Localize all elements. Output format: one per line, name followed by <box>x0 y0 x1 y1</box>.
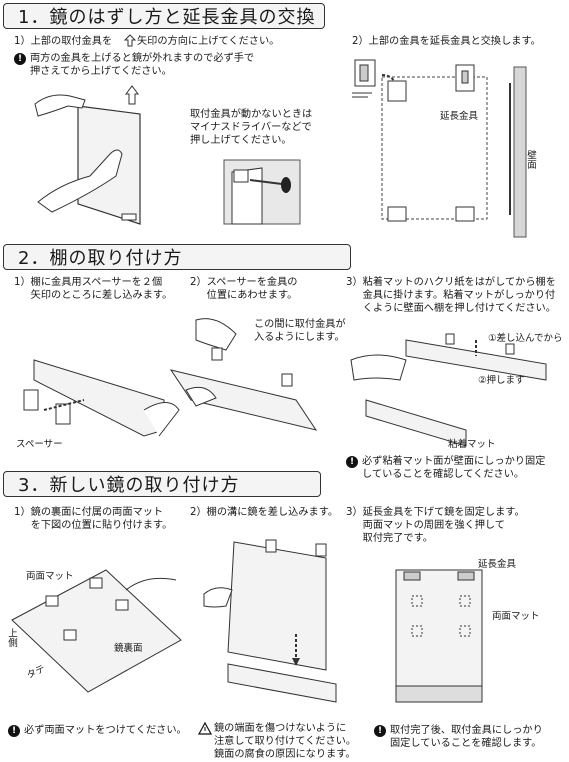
section2-title: 2．棚の取り付け方 <box>3 244 351 270</box>
s3-step3: 3）延長金具を下げて鏡を固定します。 両面マットの周囲を強く押して 取付完了です… <box>346 507 525 544</box>
s1-caution: 両方の金具を上げると鏡が外れますので必ず手で 押さえてから上げてください。 <box>30 53 255 77</box>
s2-label-mat: 粘着マット <box>448 439 496 450</box>
shelf-mount-illustration <box>350 333 547 447</box>
s3-caution3: 取付完了後、取付金具にしっかり 固定していることを確認します。 <box>390 725 543 749</box>
s3-step1: 1）鏡の裏面に付属の両面マット を下図の位置に貼り付けます。 <box>14 507 173 531</box>
s3-label-back: 鏡裏面 <box>114 643 143 654</box>
caution-icon: ! <box>8 725 20 737</box>
s2-label-insert: ①差し込んでから <box>488 333 563 344</box>
caution-icon: ! <box>14 53 26 65</box>
up-arrow-icon <box>123 34 137 47</box>
screwdriver-illustration <box>223 159 301 225</box>
mirror-back-illustration <box>11 569 182 693</box>
mirror-complete-illustration <box>395 569 483 703</box>
s3-step2: 2）棚の溝に鏡を差し込みます。 <box>190 507 339 518</box>
s1-label-wall: 壁面 <box>525 150 536 169</box>
warning-triangle-icon <box>197 721 213 735</box>
caution-icon: ! <box>374 725 386 737</box>
s2-caution: 必ず粘着マット面が壁面にしっかり固定 していることを確認してください。 <box>362 456 546 480</box>
s2-step1: 1）棚に金具用スペーサーを２個 矢印のところに差し込みます。 <box>14 277 173 301</box>
s1-step1b: 矢印の方向に上げてください。 <box>137 36 280 47</box>
s2-step3: 3）粘着マットのハクリ紙をはがしてから棚を 金具に掛けます。粘着マットがしっかり… <box>346 277 556 314</box>
shelf-spacer-illustration <box>23 359 180 437</box>
shelf-align-illustration <box>169 318 318 431</box>
section3-title: 3．新しい鏡の取り付け方 <box>3 471 321 497</box>
s3-caution1: 必ず両面マットをつけてください。 <box>24 725 187 736</box>
mirror-insert-illustration <box>203 539 337 703</box>
bracket-exchange-illustration <box>352 59 527 238</box>
s1-hint: 取付金具が動かないときは マイナスドライバーなどで 押し上げてください。 <box>190 109 313 146</box>
s2-step2: 2）スペーサーを金具の 位置にあわせます。 <box>190 277 298 301</box>
s2-label-gap: この間に取付金具が 入るようにします。 <box>254 319 346 343</box>
s3-caution2: 鏡の端面を傷つけないように 注意して取り付けてください。 鏡面の腐食の原因になり… <box>214 723 357 760</box>
s1-step1: 1）上部の取付金具を <box>14 36 113 47</box>
s2-label-spacer: スペーサー <box>16 439 63 450</box>
caution-icon: ! <box>346 456 358 468</box>
s3-label-ext: 延長金具 <box>478 559 517 570</box>
s3-label-mat: 両面マット <box>26 571 74 582</box>
s1-step2: 2）上部の金具を延長金具と交換します。 <box>352 36 541 47</box>
s2-label-press: ②押します <box>478 375 525 386</box>
s3-label-mat2: 両面マット <box>492 611 540 622</box>
s3-label-top: 上側 <box>6 628 17 647</box>
s1-label-ext: 延長金具 <box>440 111 479 122</box>
section1-title: 1．鏡のはずし方と延長金具の交換 <box>3 3 325 29</box>
mirror-removal-illustration <box>34 85 141 225</box>
